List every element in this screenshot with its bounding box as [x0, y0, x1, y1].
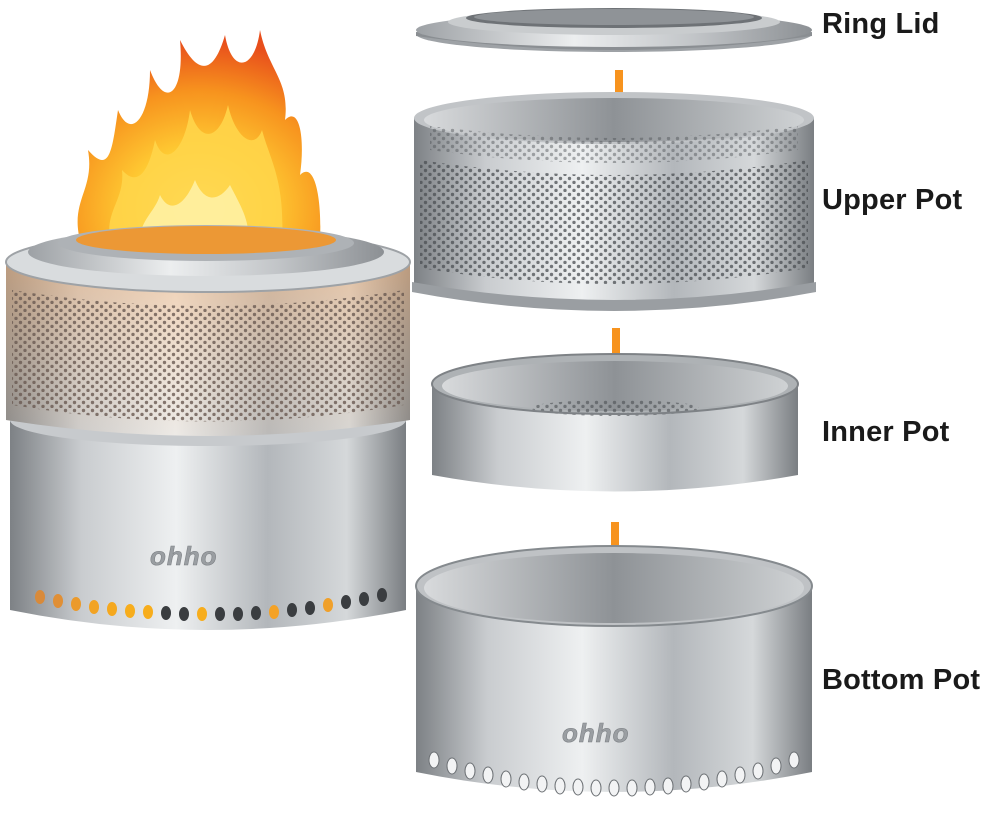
- flame-icon: [77, 30, 321, 240]
- upper-pot-part: [412, 92, 816, 311]
- bottom-pot-label: Bottom Pot: [822, 664, 981, 696]
- vent-holes: [35, 588, 387, 621]
- ring-lid-label: Ring Lid: [822, 8, 940, 40]
- brand-logo-left: ohho: [150, 541, 218, 571]
- upper-pot-label: Upper Pot: [822, 184, 963, 216]
- ring-lid-part: [416, 8, 812, 52]
- vent-holes: [428, 751, 800, 797]
- inner-pot-part: [431, 353, 799, 492]
- bottom-pot-part: ohho: [415, 545, 813, 797]
- inner-pot-label: Inner Pot: [822, 416, 950, 448]
- brand-logo-right: ohho: [562, 718, 630, 748]
- assembled-fire-pit: ohho: [5, 30, 411, 630]
